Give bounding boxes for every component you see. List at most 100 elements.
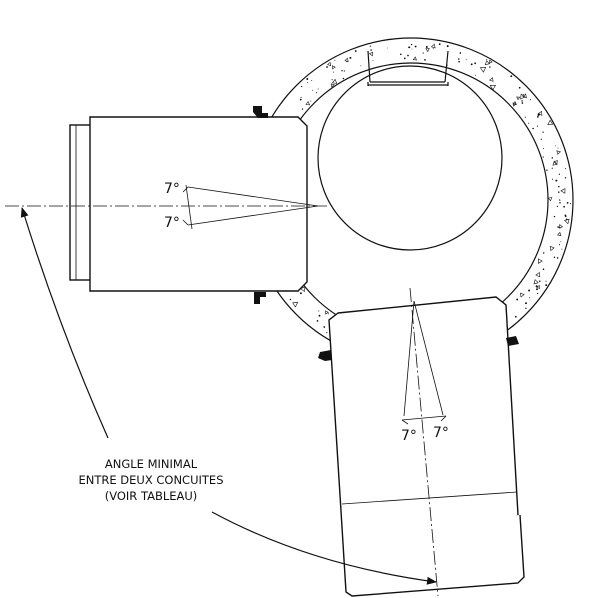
concrete-speck bbox=[318, 310, 320, 312]
concrete-speck bbox=[446, 45, 449, 48]
concrete-speck bbox=[540, 138, 542, 140]
concrete-aggregate bbox=[332, 65, 336, 70]
concrete-speck bbox=[556, 257, 559, 259]
concrete-speck bbox=[327, 313, 329, 315]
concrete-speck bbox=[411, 48, 413, 50]
concrete-speck bbox=[299, 98, 302, 101]
concrete-aggregate bbox=[560, 188, 566, 194]
concrete-aggregate bbox=[520, 292, 525, 298]
concrete-speck bbox=[521, 102, 524, 104]
angle-label-bottom-right: 7° bbox=[433, 425, 449, 441]
concrete-speck bbox=[558, 199, 561, 201]
concrete-speck bbox=[307, 82, 309, 84]
concrete-aggregate bbox=[330, 83, 335, 88]
concrete-aggregate bbox=[558, 224, 564, 229]
concrete-speck bbox=[489, 66, 491, 68]
bottom-angle-construction bbox=[401, 300, 447, 425]
concrete-aggregate bbox=[556, 150, 561, 155]
manhole-step bbox=[367, 50, 449, 86]
concrete-speck bbox=[553, 215, 556, 218]
concrete-speck bbox=[542, 148, 545, 150]
concrete-aggregate bbox=[512, 100, 517, 106]
concrete-aggregate bbox=[547, 119, 554, 125]
concrete-speck bbox=[300, 96, 302, 98]
concrete-speck bbox=[399, 53, 402, 56]
concrete-speck bbox=[342, 77, 345, 80]
concrete-speck bbox=[299, 292, 302, 295]
note-line-1: ANGLE MINIMAL bbox=[105, 457, 198, 471]
concrete-speck bbox=[553, 256, 556, 259]
concrete-speck bbox=[555, 145, 557, 147]
concrete-speck bbox=[510, 75, 513, 78]
concrete-speck bbox=[465, 59, 467, 61]
concrete-speck bbox=[333, 71, 334, 73]
concrete-speck bbox=[306, 78, 309, 80]
concrete-speck bbox=[343, 70, 345, 72]
concrete-aggregate bbox=[489, 59, 493, 64]
concrete-speck bbox=[470, 63, 473, 66]
concrete-speck bbox=[558, 244, 561, 246]
left-angle-construction bbox=[182, 184, 319, 230]
bottom-pipe-centerline bbox=[409, 287, 439, 597]
concrete-speck bbox=[425, 46, 428, 48]
concrete-speck bbox=[403, 57, 406, 60]
concrete-speck bbox=[542, 252, 545, 254]
manhole-opening bbox=[317, 65, 503, 251]
concrete-aggregate bbox=[300, 286, 306, 293]
concrete-aggregate bbox=[368, 51, 374, 57]
concrete-speck bbox=[486, 58, 488, 61]
bottom-pipe-seal-right bbox=[506, 336, 519, 346]
concrete-speck bbox=[564, 214, 567, 217]
concrete-speck bbox=[518, 86, 521, 89]
concrete-aggregate bbox=[425, 48, 430, 53]
concrete-speck bbox=[539, 280, 541, 282]
concrete-speck bbox=[369, 45, 371, 47]
left-pipe bbox=[69, 116, 308, 292]
concrete-speck bbox=[386, 47, 388, 49]
concrete-speck bbox=[438, 43, 441, 46]
concrete-speck bbox=[558, 191, 560, 193]
angle-label-left-upper: 7° bbox=[164, 181, 180, 197]
concrete-aggregate bbox=[537, 110, 543, 116]
concrete-aggregate bbox=[516, 96, 521, 101]
concrete-speck bbox=[536, 292, 539, 295]
concrete-aggregate bbox=[412, 56, 417, 61]
concrete-speck bbox=[557, 147, 559, 149]
concrete-speck bbox=[529, 297, 531, 299]
concrete-speck bbox=[458, 60, 460, 63]
bottom-pipe-seal-left bbox=[318, 350, 332, 361]
concrete-aggregate bbox=[489, 85, 497, 91]
concrete-speck bbox=[516, 298, 519, 301]
angle-label-bottom-left: 7° bbox=[401, 428, 417, 444]
concrete-speck bbox=[524, 116, 526, 118]
concrete-speck bbox=[422, 52, 424, 54]
concrete-speck bbox=[317, 88, 319, 90]
concrete-speck bbox=[546, 169, 548, 171]
concrete-speck bbox=[532, 127, 534, 130]
concrete-speck bbox=[565, 168, 567, 170]
concrete-speck bbox=[542, 268, 545, 271]
concrete-speck bbox=[558, 173, 561, 175]
concrete-aggregate bbox=[533, 279, 539, 285]
concrete-speck bbox=[566, 201, 569, 204]
concrete-speck bbox=[407, 54, 409, 57]
concrete-speck bbox=[542, 131, 544, 133]
concrete-speck bbox=[372, 59, 374, 61]
concrete-speck bbox=[528, 122, 530, 124]
minimum-angle-note: ANGLE MINIMAL ENTRE DEUX CONCUITES (VOIR… bbox=[79, 457, 224, 503]
concrete-speck bbox=[557, 226, 559, 228]
angle-label-left-lower: 7° bbox=[164, 215, 180, 231]
concrete-aggregate bbox=[484, 60, 490, 65]
concrete-speck bbox=[522, 94, 524, 96]
concrete-aggregate bbox=[536, 284, 540, 289]
concrete-speck bbox=[354, 50, 357, 52]
concrete-speck bbox=[556, 205, 559, 208]
concrete-speck bbox=[408, 46, 411, 49]
concrete-aggregate bbox=[305, 101, 311, 106]
concrete-speck bbox=[432, 48, 434, 50]
concrete-speck bbox=[560, 241, 562, 243]
concrete-speck bbox=[334, 59, 336, 61]
concrete-speck bbox=[323, 326, 326, 328]
concrete-speck bbox=[300, 85, 303, 88]
concrete-speck bbox=[551, 178, 554, 180]
